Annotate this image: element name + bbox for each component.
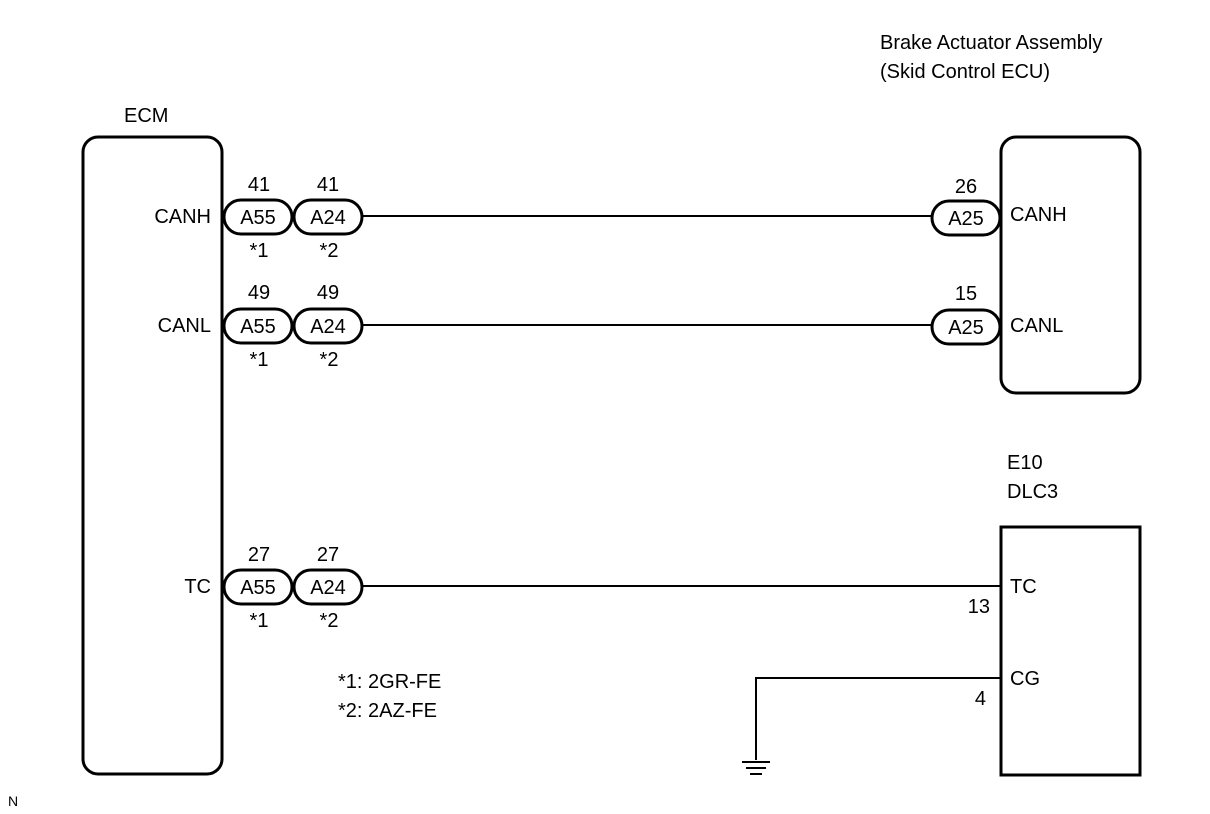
canl-conn1-id: A55 bbox=[240, 316, 276, 338]
canh-conn1-pin: 41 bbox=[248, 174, 270, 196]
tc-connector-a55 bbox=[222, 568, 294, 606]
brake-terminal-canh: CANH bbox=[1010, 204, 1067, 226]
legend-note-2: *2: 2AZ-FE bbox=[338, 700, 437, 722]
dlc3-title-line1: E10 bbox=[1007, 452, 1043, 474]
canl-conn2-note: *2 bbox=[320, 349, 339, 371]
canh-conn1-note: *1 bbox=[250, 240, 269, 262]
ground-icon bbox=[742, 761, 770, 775]
dlc3-box bbox=[999, 525, 1142, 777]
tc-conn1-pin: 27 bbox=[248, 544, 270, 566]
canh-conn2-id: A24 bbox=[310, 207, 346, 229]
canh-remote-pin: 26 bbox=[955, 176, 977, 198]
tc-conn2-id: A24 bbox=[310, 577, 346, 599]
dlc3-title-line2: DLC3 bbox=[1007, 481, 1058, 503]
brake-actuator-title-line2: (Skid Control ECU) bbox=[880, 61, 1050, 83]
canl-connector-a55 bbox=[222, 307, 294, 345]
canl-conn2-id: A24 bbox=[310, 316, 346, 338]
corner-mark: N bbox=[8, 793, 18, 809]
dlc3-terminal-cg: CG bbox=[1010, 668, 1040, 690]
canh-connector-a24 bbox=[292, 198, 364, 236]
cg-ground-wire bbox=[755, 677, 1001, 760]
canl-conn1-pin: 49 bbox=[248, 282, 270, 304]
tc-conn1-note: *1 bbox=[250, 610, 269, 632]
canh-connector-a55 bbox=[222, 198, 294, 236]
brake-terminal-canl: CANL bbox=[1010, 315, 1063, 337]
canl-conn2-pin: 49 bbox=[317, 282, 339, 304]
tc-conn1-id: A55 bbox=[240, 577, 276, 599]
ecm-terminal-canl: CANL bbox=[158, 315, 211, 337]
ecm-terminal-tc: TC bbox=[184, 576, 211, 598]
dlc3-pin-4: 4 bbox=[975, 688, 986, 710]
ecm-box bbox=[81, 135, 224, 776]
canh-conn2-note: *2 bbox=[320, 240, 339, 262]
dlc3-pin-13: 13 bbox=[968, 596, 990, 618]
brake-actuator-title-line1: Brake Actuator Assembly bbox=[880, 32, 1102, 54]
dlc3-terminal-tc: TC bbox=[1010, 576, 1037, 598]
canl-connector-a24 bbox=[292, 307, 364, 345]
canh-conn2-pin: 41 bbox=[317, 174, 339, 196]
tc-conn2-note: *2 bbox=[320, 610, 339, 632]
canh-connector-a25 bbox=[930, 199, 1002, 237]
brake-actuator-box bbox=[999, 135, 1142, 395]
tc-connector-a24 bbox=[292, 568, 364, 606]
canl-connector-a25 bbox=[930, 308, 1002, 346]
canl-remote-conn-id: A25 bbox=[948, 317, 984, 339]
canh-remote-conn-id: A25 bbox=[948, 208, 984, 230]
canl-conn1-note: *1 bbox=[250, 349, 269, 371]
canl-remote-pin: 15 bbox=[955, 283, 977, 305]
ecm-title: ECM bbox=[124, 105, 168, 127]
canh-conn1-id: A55 bbox=[240, 207, 276, 229]
ecm-terminal-canh: CANH bbox=[154, 206, 211, 228]
tc-conn2-pin: 27 bbox=[317, 544, 339, 566]
legend-note-1: *1: 2GR-FE bbox=[338, 671, 441, 693]
